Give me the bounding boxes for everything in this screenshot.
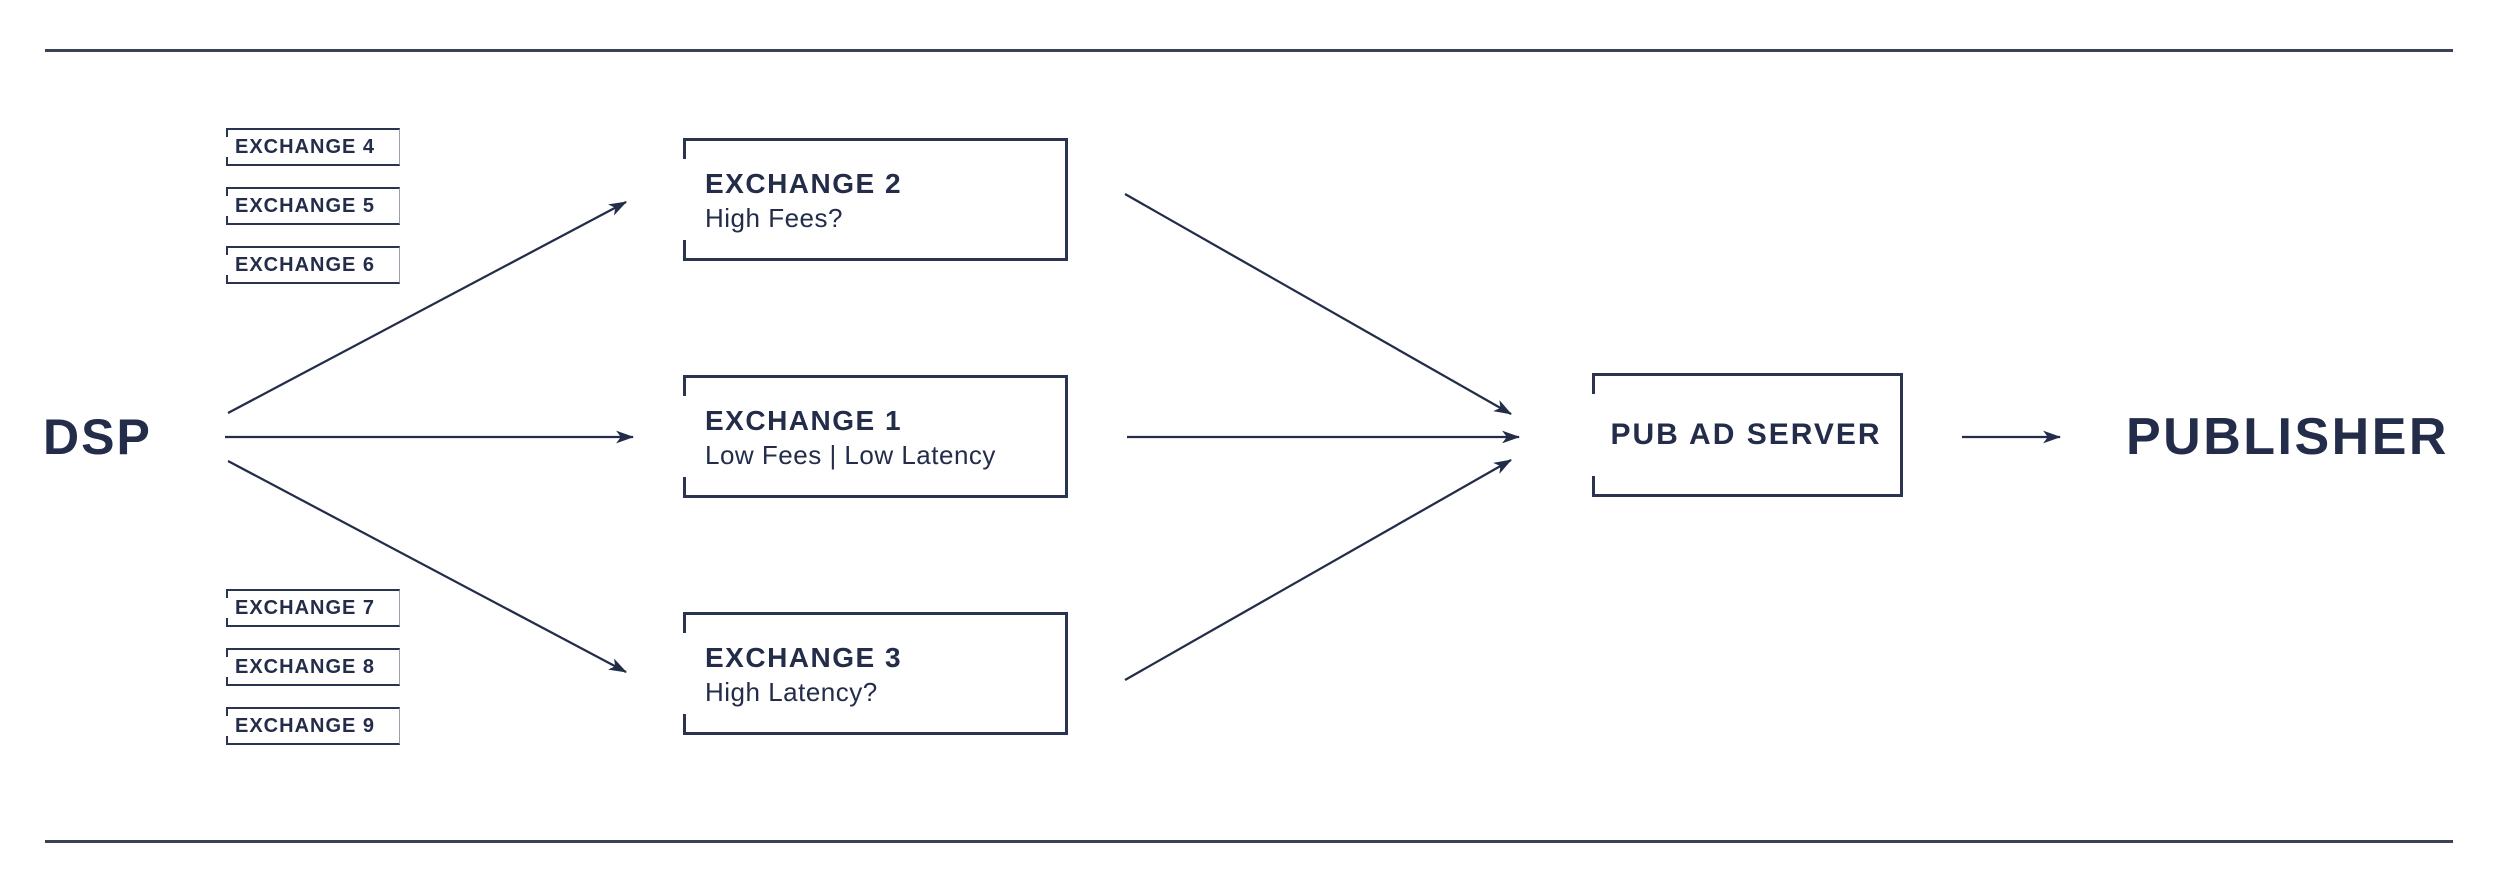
exchange-6-box: EXCHANGE 6 [226, 246, 400, 284]
arrow-exchange-2-to-pub-ad-server [1124, 193, 1512, 415]
bottom-divider [45, 840, 2453, 843]
dsp-label: DSP [43, 409, 152, 465]
exchange-4-box: EXCHANGE 4 [226, 128, 400, 166]
arrow-exchange-3-to-pub-ad-server [1124, 459, 1512, 681]
publisher-label: PUBLISHER [2126, 408, 2449, 466]
exchange-3-title: EXCHANGE 3 [705, 641, 903, 673]
exchange-8-box: EXCHANGE 8 [226, 648, 400, 686]
pub-ad-server-label: PUB AD SERVER [1610, 418, 1882, 451]
exchange-4-label: EXCHANGE 4 [235, 135, 376, 158]
exchange-5-label: EXCHANGE 5 [235, 194, 376, 217]
exchange-6-label: EXCHANGE 6 [235, 253, 376, 276]
exchange-7-label: EXCHANGE 7 [235, 596, 376, 619]
exchange-2-box: EXCHANGE 2 High Fees? [683, 138, 1068, 261]
exchange-7-box: EXCHANGE 7 [226, 589, 400, 627]
exchange-3-box: EXCHANGE 3 High Latency? [683, 612, 1068, 735]
exchange-1-title: EXCHANGE 1 [705, 404, 903, 436]
arrow-dsp-to-exchange-3 [227, 460, 627, 673]
exchange-5-box: EXCHANGE 5 [226, 187, 400, 225]
pub-ad-server-box: PUB AD SERVER [1592, 373, 1903, 497]
exchange-8-label: EXCHANGE 8 [235, 655, 376, 678]
exchange-2-note: High Fees? [705, 202, 843, 233]
arrow-dsp-to-exchange-2 [227, 201, 627, 414]
exchange-9-label: EXCHANGE 9 [235, 714, 376, 737]
exchange-9-box: EXCHANGE 9 [226, 707, 400, 745]
exchange-1-box: EXCHANGE 1 Low Fees | Low Latency [683, 375, 1068, 498]
exchange-3-note: High Latency? [705, 676, 878, 707]
exchange-2-title: EXCHANGE 2 [705, 167, 903, 199]
exchange-1-note: Low Fees | Low Latency [705, 439, 996, 470]
top-divider [45, 49, 2453, 52]
